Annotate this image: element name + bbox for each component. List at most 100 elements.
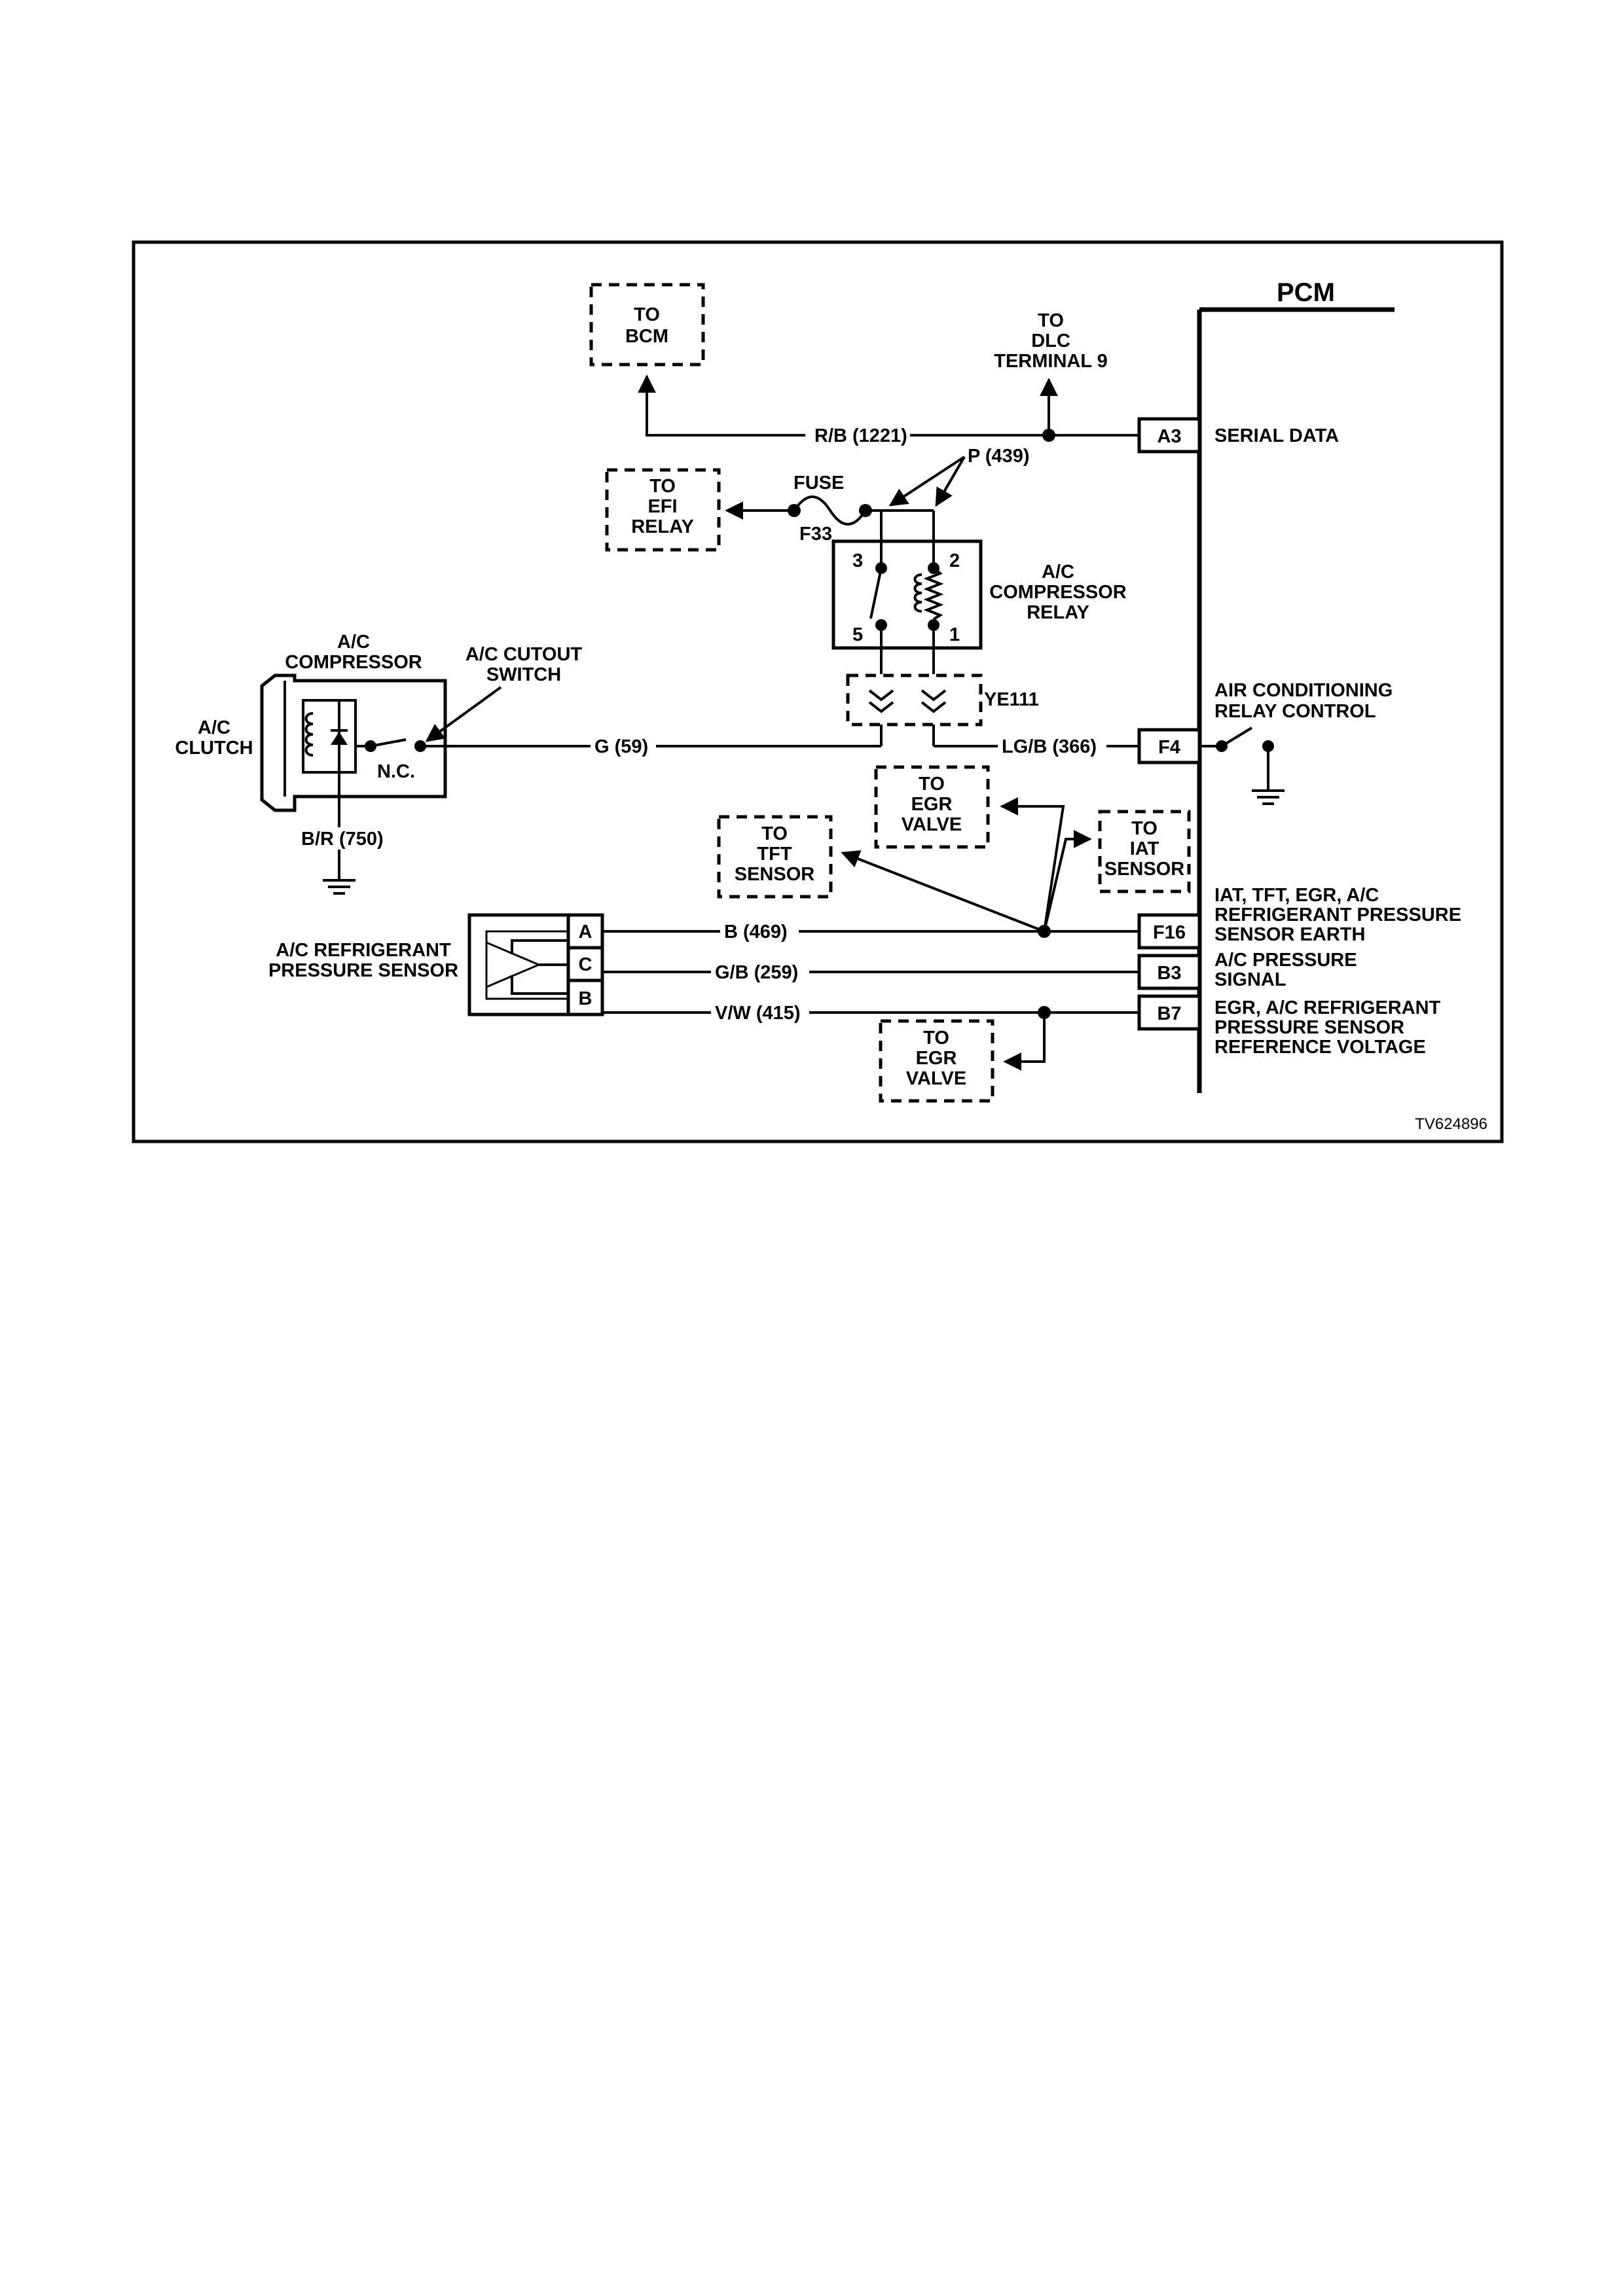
wire-label-lgb-366: LG/B (366)	[1002, 736, 1097, 757]
connector-ye111-label: YE111	[984, 689, 1039, 710]
to-bcm-box	[589, 283, 705, 367]
to-tft-line3: SENSOR	[735, 864, 815, 885]
pcm-pin-b3: B3	[1157, 963, 1181, 984]
p-439-pointer	[935, 456, 966, 507]
relay-terminal-2: 2	[949, 550, 960, 571]
sensor-pin-a: A	[579, 922, 593, 942]
wire-to-iat-sensor	[1043, 830, 1092, 932]
to-efi-line3: RELAY	[631, 516, 694, 537]
label-gap	[591, 734, 656, 757]
ac-compressor: A/C COMPRESSOR A/C CUTOUT SWITCH A/C CLU…	[175, 632, 881, 895]
to-egr-bottom-line1: TO	[923, 1028, 949, 1049]
to-egr-top-line3: VALVE	[902, 814, 962, 835]
to-iat-line2: IAT	[1130, 838, 1159, 859]
signal-ref-voltage-3: REFERENCE VOLTAGE	[1214, 1037, 1426, 1058]
pcm-pin-f4: F4	[1158, 737, 1180, 758]
to-egr-bottom-line2: EGR	[916, 1048, 957, 1069]
sensor-earth-circuit: TO EGR VALVE TO TFT SENSOR TO IAT SENSOR	[717, 765, 1191, 938]
to-tft-line2: TFT	[757, 844, 792, 865]
relay-name-1: A/C	[1042, 562, 1074, 583]
wire-label-rb-1221-text: R/B (1221)	[814, 425, 907, 446]
sensor-pin-c-box	[566, 946, 604, 982]
to-iat-sensor-box	[1098, 810, 1191, 893]
diagram-frame	[132, 240, 1504, 1143]
ac-refrigerant-pressure-sensor: A/C REFRIGERANT PRESSURE SENSOR A C B B …	[268, 913, 1139, 1103]
wire-to-tft-sensor	[841, 850, 1045, 933]
signal-ac-pressure-2: SIGNAL	[1214, 969, 1286, 990]
to-iat-line1: TO	[1131, 818, 1158, 839]
compressor-housing	[260, 673, 447, 812]
relay-supply-circuit: TO EFI RELAY FUSE F33 P (439) 3 2 5 1 A/…	[605, 446, 1139, 757]
pcm-pin-b7: B7	[1157, 1003, 1181, 1024]
relay-coil	[913, 573, 922, 613]
signal-serial-data: SERIAL DATA	[1214, 425, 1339, 446]
signal-ac-relay-control-2: RELAY CONTROL	[1214, 701, 1376, 722]
switch-name-2: SWITCH	[486, 664, 561, 685]
sensor-internal-wire	[511, 975, 568, 995]
pcm-pin-a3-box	[1137, 417, 1201, 454]
label-gap	[720, 920, 799, 942]
sensor-pin-c: C	[579, 954, 593, 975]
signal-ac-relay-control-1: AIR CONDITIONING	[1214, 680, 1393, 701]
switch-pointer	[425, 686, 502, 742]
wire-label-vw-415: V/W (415)	[715, 1003, 801, 1024]
wire-to-egr-valve-bottom	[1003, 1013, 1046, 1071]
pcm-pin-b7-box	[1137, 994, 1201, 1031]
relay-name-3: RELAY	[1027, 602, 1089, 623]
clutch-diode	[331, 732, 348, 745]
signal-ref-voltage-2: PRESSURE SENSOR	[1214, 1017, 1404, 1038]
to-tft-sensor-box	[717, 815, 833, 899]
label-gap	[711, 961, 809, 983]
signal-sensor-earth-3: SENSOR EARTH	[1214, 924, 1365, 945]
splice-dot	[1042, 429, 1055, 442]
sensor-pin-b: B	[579, 988, 593, 1009]
cutout-switch-blade	[370, 738, 407, 747]
signal-sensor-earth-2: REFRIGERANT PRESSURE	[1214, 905, 1461, 925]
to-egr-top-line1: TO	[919, 774, 945, 795]
to-dlc-line2: DLC	[1031, 331, 1070, 351]
fuse-label: FUSE	[793, 473, 844, 493]
fuse-f33-symbol	[793, 495, 867, 526]
sensor-name-2: PRESSURE SENSOR	[268, 960, 458, 981]
switch-name-1: A/C CUTOUT	[465, 644, 583, 665]
to-egr-top-line2: EGR	[911, 794, 953, 815]
clutch-coil	[304, 712, 314, 757]
wire-label-b-469: B (469)	[724, 922, 788, 942]
to-dlc-line1: TO	[1038, 310, 1064, 331]
sensor-internal-wire	[511, 939, 568, 954]
to-egr-valve-top-box	[874, 765, 990, 849]
clutch-name-2: CLUTCH	[175, 738, 253, 759]
wire-label-br-750: B/R (750)	[301, 829, 384, 850]
pcm-pin-a3: A3	[1157, 426, 1181, 447]
pcm-internal-switch	[1220, 726, 1253, 747]
pcm-title: PCM	[1277, 278, 1335, 307]
to-dlc-line3: TERMINAL 9	[994, 351, 1107, 372]
to-bcm-line2: BCM	[625, 326, 668, 347]
to-egr-valve-bottom-box	[879, 1019, 994, 1103]
clutch-coil-frame	[302, 699, 357, 774]
signal-ref-voltage-1: EGR, A/C REFRIGERANT	[1214, 997, 1441, 1018]
serial-data-circuit: TO BCM R/B (1221) TO DLC TERMINAL 9	[589, 283, 1139, 446]
relay-name-2: COMPRESSOR	[989, 582, 1127, 603]
connector-ye111	[846, 673, 983, 726]
to-tft-line1: TO	[761, 823, 788, 844]
compressor-name-1: A/C	[337, 632, 370, 653]
signal-sensor-earth-1: IAT, TFT, EGR, A/C	[1214, 885, 1379, 906]
p-439-pointer	[888, 456, 966, 507]
pcm: PCM A3 F4 F16 B3 B7 SERIAL DATA AIR COND…	[1137, 278, 1461, 1093]
to-egr-bottom-line3: VALVE	[906, 1068, 966, 1089]
connector-pin-symbol	[921, 689, 947, 713]
relay-switch-arm	[869, 567, 883, 619]
switch-state: N.C.	[377, 761, 415, 782]
connector-pin-symbol	[868, 689, 894, 713]
relay-terminal-3: 3	[852, 550, 863, 571]
pcm-pin-f16: F16	[1153, 922, 1186, 943]
to-iat-line3: SENSOR	[1104, 859, 1185, 880]
signal-ac-pressure-1: A/C PRESSURE	[1214, 950, 1357, 971]
wire-rb-1221	[638, 374, 1139, 437]
to-efi-relay-box	[605, 468, 721, 552]
wire-label-p-439: P (439)	[968, 446, 1030, 467]
label-gap	[711, 1001, 809, 1024]
to-efi-line2: EFI	[647, 496, 677, 517]
to-bcm-line1: TO	[634, 304, 660, 325]
